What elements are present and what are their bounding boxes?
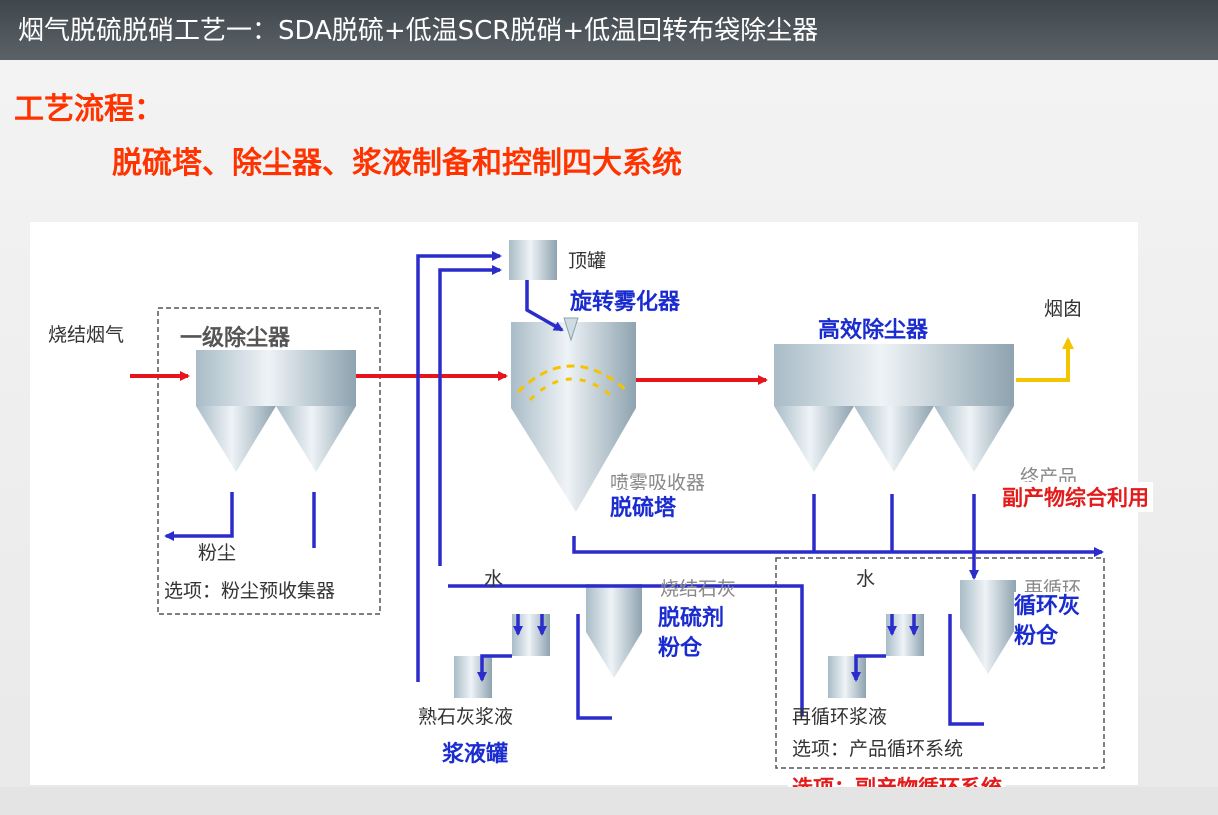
flue-gas-flow [130, 371, 768, 385]
footer-bar [0, 787, 1218, 815]
byproduct-use-label: 副产物综合利用 [998, 482, 1153, 512]
high-eff-collector-unit [774, 344, 1014, 472]
process-diagram: 烧结烟气 一级除尘器 粉尘 选项：粉尘预收集器 顶罐 旋转雾化器 喷雾吸收器 脱… [30, 222, 1153, 785]
desulf-tower-unit [511, 317, 636, 512]
atomizer-label: 旋转雾化器 [570, 290, 681, 315]
desulf-agent-bin [586, 584, 642, 678]
recycle-slurry-tank [828, 656, 866, 698]
slide-title: 烟气脱硫脱硝工艺一：SDA脱硫+低温SCR脱硝+低温回转布袋除尘器 [18, 16, 819, 46]
option-product-label: 选项：产品循环系统 [792, 738, 964, 760]
desulf-agent-bin-label: 脱硫剂 粉仓 [658, 604, 725, 664]
primary-collector-label: 一级除尘器 [180, 326, 291, 351]
recycle-ash-bin-label: 循环灰 粉仓 [1014, 592, 1081, 652]
slurry-tank-label: 浆液罐 [442, 742, 509, 767]
water-right-label: 水 [856, 568, 876, 590]
top-tank [509, 240, 557, 280]
chimney-label: 烟囱 [1044, 298, 1083, 320]
material-flows [164, 251, 1104, 726]
lime-faint-label: 烧结石灰 [660, 578, 737, 600]
lime-slurry-tank [454, 656, 492, 698]
recycle-slurry-label: 再循环浆液 [792, 706, 888, 728]
option-dust-label: 选项：粉尘预收集器 [164, 580, 336, 602]
section-heading: 工艺流程： [14, 92, 164, 127]
option-product-box [775, 557, 1105, 769]
high-eff-collector-label: 高效除尘器 [818, 318, 929, 343]
title-bar: 烟气脱硫脱硝工艺一：SDA脱硫+低温SCR脱硝+低温回转布袋除尘器 [0, 0, 1218, 60]
primary-collector-unit [196, 350, 356, 472]
flue-gas-in-label: 烧结烟气 [48, 324, 125, 346]
section-subheading: 脱硫塔、除尘器、浆液制备和控制四大系统 [112, 146, 682, 181]
water-left-label: 水 [484, 568, 504, 590]
dust-label: 粉尘 [198, 542, 237, 564]
absorber-faint-label: 喷雾吸收器 [610, 472, 706, 494]
chimney-flow [1016, 337, 1074, 382]
top-tank-label: 顶罐 [568, 250, 607, 272]
recycle-ash-bin [960, 580, 1016, 674]
desulf-tower-label: 脱硫塔 [610, 490, 677, 522]
lime-slurry-label: 熟石灰浆液 [418, 706, 514, 728]
diagram-graphics [130, 240, 1105, 769]
